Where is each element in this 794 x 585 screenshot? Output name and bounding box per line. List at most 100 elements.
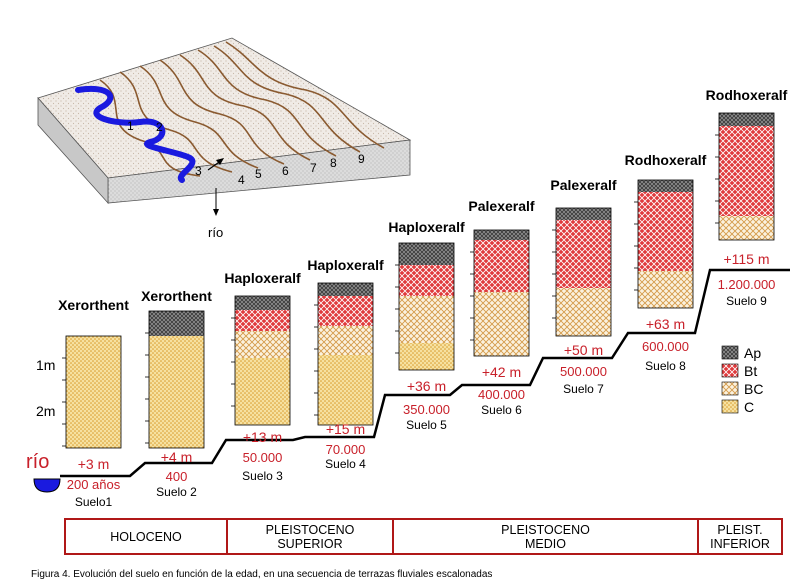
legend-label-ap: Ap — [744, 345, 761, 361]
horizon-ap — [399, 243, 454, 265]
soil-number: Suelo 2 — [156, 485, 197, 499]
profile-name: Rodhoxeralf — [625, 152, 707, 168]
horizon-bt — [474, 240, 529, 292]
soil-number: Suelo 3 — [242, 469, 283, 483]
profile-name: Xerorthent — [141, 288, 212, 304]
horizon-ap — [638, 180, 693, 192]
horizon-bt — [638, 192, 693, 271]
horizon-bt — [235, 310, 290, 331]
terrace-height: +3 m — [78, 456, 110, 472]
block-diagram: 1 2 3 4 5 6 7 8 9 río — [37, 37, 412, 240]
block-label-1: 1 — [127, 119, 134, 133]
horizon-bc — [474, 292, 529, 356]
block-label-7: 7 — [310, 161, 317, 175]
soil-number: Suelo 6 — [481, 403, 522, 417]
block-left — [37, 96, 109, 205]
profile-name: Rodhoxeralf — [706, 87, 788, 103]
horizon-c — [235, 358, 290, 425]
horizon-c — [149, 336, 204, 448]
legend-swatch-c — [721, 399, 739, 414]
horizon-ap — [474, 230, 529, 240]
profile-outline — [718, 112, 775, 241]
horizon-bc — [719, 216, 774, 240]
era-line1: HOLOCENO — [110, 529, 182, 544]
era-line2: MEDIO — [525, 536, 566, 551]
era-pleistoceno-inferior: PLEIST.INFERIOR — [697, 518, 783, 555]
block-label-5: 5 — [255, 167, 262, 181]
horizon-bc — [638, 271, 693, 308]
profile-outline — [555, 207, 612, 337]
block-label-4: 4 — [238, 173, 245, 187]
terrace-staircase — [60, 268, 790, 478]
terrace-height: +50 m — [564, 342, 603, 358]
era-line1: PLEIST. — [717, 522, 763, 537]
soil-number: Suelo 7 — [563, 382, 604, 396]
profile-outline — [65, 335, 122, 449]
soil-age: 70.000 — [326, 442, 366, 457]
horizon-bt — [556, 220, 611, 288]
soil-number: Suelo 8 — [645, 359, 686, 373]
block-label-2: 2 — [156, 120, 163, 134]
legend-label-bt: Bt — [744, 363, 757, 379]
soil-number: Suelo1 — [75, 495, 113, 509]
river-channel — [75, 85, 196, 183]
terrace-scarps — [99, 41, 385, 177]
river-label: río — [26, 451, 49, 473]
legend-swatch-bt — [721, 363, 739, 378]
soil-number: Suelo 5 — [406, 418, 447, 432]
terrace-height: +115 m — [723, 251, 769, 267]
terrace-height: +63 m — [646, 316, 685, 332]
depth-tick-2m: 2m — [36, 403, 55, 419]
profile-name: Palexeralf — [550, 177, 616, 193]
era-holoceno: HOLOCENO — [64, 518, 228, 555]
depth-tick-1m: 1m — [36, 357, 55, 373]
soil-age: 400 — [166, 469, 188, 484]
horizon-bc — [235, 331, 290, 358]
soil-age: 200 años — [67, 477, 121, 492]
profile-name: Haploxeralf — [307, 257, 384, 273]
block-label-6: 6 — [282, 164, 289, 178]
horizon-bt — [399, 265, 454, 296]
terrace-height: +15 m — [326, 421, 365, 437]
soil-number: Suelo 4 — [325, 457, 366, 471]
profile-name: Haploxeralf — [224, 270, 301, 286]
soil-number: Suelo 9 — [726, 294, 767, 308]
horizon-ap — [556, 208, 611, 220]
horizon-c — [399, 343, 454, 370]
profile-outline — [398, 242, 455, 371]
terrace-height: +4 m — [161, 449, 193, 465]
horizon-bc — [318, 326, 373, 355]
era-line1: PLEISTOCENO — [265, 522, 355, 537]
soil-age: 350.000 — [403, 402, 450, 417]
profile-outline — [637, 179, 694, 309]
block-pointer-head — [216, 158, 224, 165]
era-line2: SUPERIOR — [277, 536, 343, 551]
horizon-ap — [235, 296, 290, 310]
era-line1: PLEISTOCENO — [501, 522, 590, 537]
legend-label-c: C — [744, 399, 754, 415]
profile-outline — [473, 229, 530, 357]
terrace-height: +13 m — [243, 429, 282, 445]
figure-caption: Figura 4. Evolución del suelo en función… — [31, 569, 493, 580]
horizon-c — [318, 355, 373, 425]
horizon-bc — [556, 288, 611, 336]
block-label-8: 8 — [330, 156, 337, 170]
river-arrow-label: río — [208, 225, 223, 240]
horizon-ap — [719, 113, 774, 126]
profile-outline — [317, 282, 374, 426]
terrace-height: +36 m — [407, 378, 446, 394]
river-water-icon — [33, 478, 61, 493]
block-label-3: 3 — [195, 164, 202, 178]
legend-label-bc: BC — [744, 381, 763, 397]
